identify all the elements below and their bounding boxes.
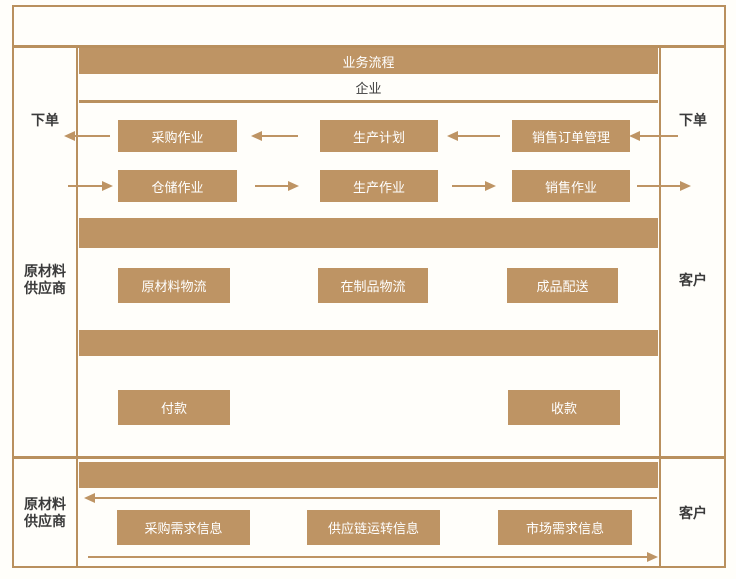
box-warehousing-operations: 仓储作业 [118, 170, 237, 202]
arrow-shaft [68, 185, 102, 187]
box-sales-operations: 销售作业 [512, 170, 630, 202]
box-raw-material-logistics: 原材料物流 [118, 268, 230, 303]
label-line: 原材料 [24, 263, 66, 279]
box-procurement-operations: 采购作业 [118, 120, 237, 152]
arrow-right-icon [288, 181, 299, 191]
label-customer-mid: 客户 [679, 272, 707, 288]
upper-left-column-divider [76, 46, 78, 458]
arrow-left-icon [447, 131, 458, 141]
box-sales-order-management: 销售订单管理 [512, 120, 630, 152]
box-production-operations: 生产作业 [320, 170, 438, 202]
arrow-left-icon [64, 131, 75, 141]
arrow-shaft [255, 185, 288, 187]
box-collection: 收款 [508, 390, 620, 425]
bottom-left-column-divider [76, 457, 78, 568]
arrow-right-icon [680, 181, 691, 191]
separator-band [79, 330, 658, 356]
box-wip-logistics: 在制品物流 [318, 268, 428, 303]
bottom-right-column-divider [659, 457, 661, 568]
arrow-right-icon [647, 552, 658, 562]
top-strip-frame [12, 5, 726, 47]
arrow-shaft [458, 135, 500, 137]
label-raw-material-supplier-bottom: 原材料 供应商 [14, 496, 76, 530]
separator-band [79, 462, 658, 488]
arrow-shaft [452, 185, 485, 187]
arrow-shaft [637, 185, 680, 187]
label-place-order-right: 下单 [679, 112, 707, 128]
label-place-order-left: 下单 [31, 112, 59, 128]
arrow-right-icon [485, 181, 496, 191]
label-line: 供应商 [24, 280, 66, 296]
upper-right-column-divider [659, 46, 661, 458]
box-production-planning: 生产计划 [320, 120, 438, 152]
label-line: 供应商 [24, 513, 66, 529]
box-finished-goods-delivery: 成品配送 [507, 268, 618, 303]
box-payment: 付款 [118, 390, 230, 425]
info-flow-arrow-right [88, 556, 647, 558]
arrow-right-icon [102, 181, 113, 191]
label-raw-material-supplier-mid: 原材料 供应商 [14, 263, 76, 297]
process-header-band: 业务流程 [79, 48, 658, 74]
bottom-panel-frame [12, 457, 726, 568]
box-supply-chain-operation-info: 供应链运转信息 [307, 510, 440, 545]
box-market-demand-info: 市场需求信息 [498, 510, 632, 545]
arrow-left-icon [84, 493, 95, 503]
enterprise-row: 企业 [79, 74, 658, 103]
arrow-shaft [262, 135, 298, 137]
arrow-shaft [75, 135, 110, 137]
arrow-left-icon [251, 131, 262, 141]
info-flow-arrow-left [95, 497, 657, 499]
box-procurement-demand-info: 采购需求信息 [117, 510, 250, 545]
separator-band [79, 218, 658, 248]
label-line: 原材料 [24, 496, 66, 512]
arrow-left-icon [629, 131, 640, 141]
arrow-shaft [640, 135, 678, 137]
label-customer-bottom: 客户 [679, 505, 707, 521]
